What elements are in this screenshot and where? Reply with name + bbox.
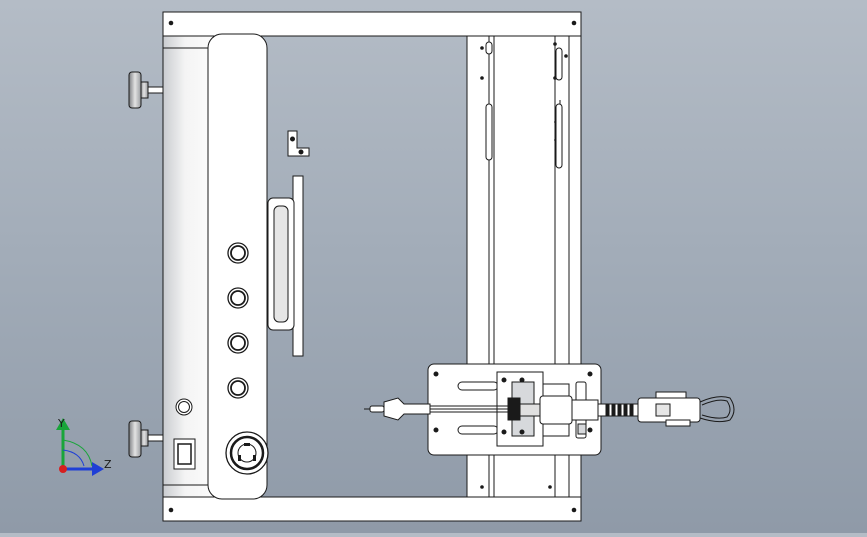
l-bracket: [287, 130, 310, 157]
frame-top-bar: [162, 11, 582, 37]
leveling-foot-bottom: [128, 420, 164, 458]
screwdriver-tool: [364, 391, 735, 427]
round-button-3[interactable]: [227, 332, 249, 354]
carriage: [427, 363, 602, 456]
door-panel: [207, 33, 268, 500]
panel-buttons: [173, 242, 269, 475]
rocker-switch[interactable]: [173, 438, 196, 470]
frame-bottom-bar: [162, 496, 582, 522]
door-handle[interactable]: [267, 175, 304, 357]
axis-label-y: Y: [57, 417, 65, 430]
indicator-light: [175, 398, 193, 416]
round-button-1[interactable]: [227, 242, 249, 264]
coordinate-triad: Y Z: [56, 417, 112, 476]
leveling-foot-top: [128, 71, 164, 109]
axis-label-z: Z: [104, 458, 112, 471]
power-socket: [225, 431, 269, 475]
round-button-4[interactable]: [227, 377, 249, 399]
rail-slots: [485, 41, 563, 169]
round-button-2[interactable]: [227, 287, 249, 309]
